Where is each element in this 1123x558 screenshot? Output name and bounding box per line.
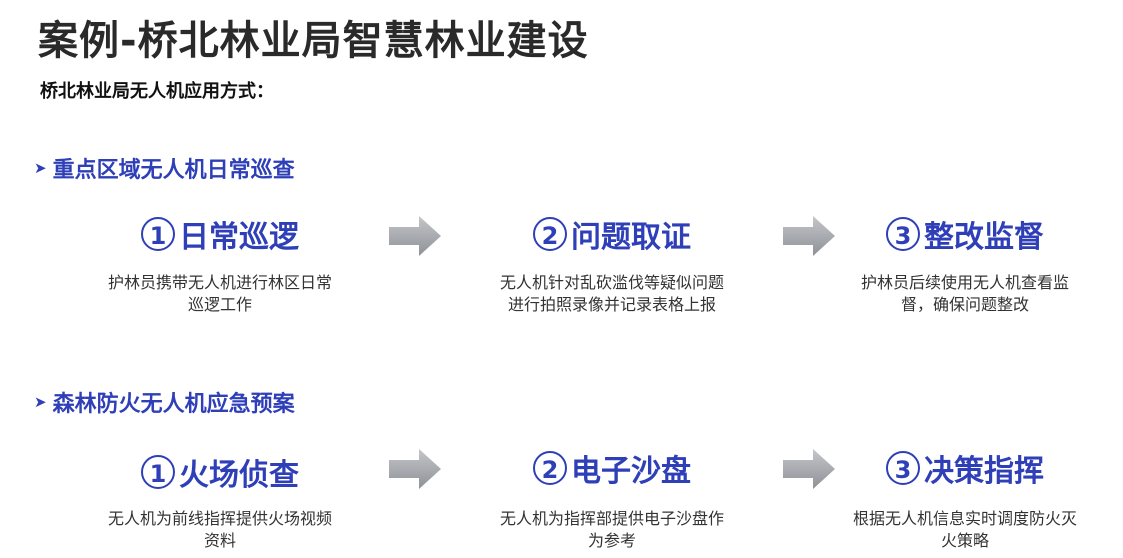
page-subtitle: 桥北林业局无人机应用方式： [40,81,274,102]
step-description: 根据无人机信息实时调度防火灭火策略 [852,509,1077,550]
section-heading-label: 重点区域无人机日常巡查 [52,158,295,183]
step-description: 无人机为指挥部提供电子沙盘作为参考 [499,509,724,550]
step-command-decision: 3 决策指挥 根据无人机信息实时调度防火灭火策略 [835,446,1095,552]
step-title-label: 电子沙盘 [571,454,691,489]
section-heading-daily-patrol: ➤ 重点区域无人机日常巡查 [34,152,295,184]
flow-arrow-icon [783,216,835,256]
step-title: 1 日常巡逻 [90,212,350,256]
step-number-badge: 2 [533,451,567,485]
step-description: 护林员后续使用无人机查看监督，确保问题整改 [860,273,1069,314]
step-fire-recon: 1 火场侦查 无人机为前线指挥提供火场视频资料 [90,450,350,552]
step-number-badge: 1 [141,217,175,251]
flow-arrow-icon [389,449,441,489]
step-title-label: 问题取证 [571,220,691,255]
step-title: 3 整改监督 [835,212,1095,256]
step-number-badge: 3 [886,217,920,251]
step-description: 护林员携带无人机进行林区日常巡逻工作 [107,273,332,314]
page-title: 案例-桥北林业局智慧林业建设 [38,18,589,64]
step-title: 2 电子沙盘 [482,446,742,490]
step-evidence: 2 问题取证 无人机针对乱砍滥伐等疑似问题进行拍照录像并记录表格上报 [482,212,742,316]
step-sand-table: 2 电子沙盘 无人机为指挥部提供电子沙盘作为参考 [482,446,742,552]
bullet-arrow-icon: ➤ [34,159,47,177]
step-daily-patrol: 1 日常巡逻 护林员携带无人机进行林区日常巡逻工作 [90,212,350,316]
step-title-label: 整改监督 [924,220,1044,255]
step-title-label: 日常巡逻 [179,220,299,255]
step-number-badge: 1 [141,455,175,489]
section-heading-label: 森林防火无人机应急预案 [52,392,295,417]
step-description: 无人机针对乱砍滥伐等疑似问题进行拍照录像并记录表格上报 [499,273,724,314]
step-number-badge: 2 [533,217,567,251]
section-heading-fire-emergency: ➤ 森林防火无人机应急预案 [34,386,295,418]
step-title: 3 决策指挥 [835,446,1095,490]
step-title-label: 火场侦查 [179,458,299,493]
bullet-arrow-icon: ➤ [34,393,47,411]
step-rectification: 3 整改监督 护林员后续使用无人机查看监督，确保问题整改 [835,212,1095,316]
flow-arrow-icon [389,216,441,256]
step-description: 无人机为前线指挥提供火场视频资料 [107,509,332,550]
step-number-badge: 3 [886,451,920,485]
step-title-label: 决策指挥 [924,454,1044,489]
step-title: 2 问题取证 [482,212,742,256]
step-title: 1 火场侦查 [90,450,350,494]
flow-arrow-icon [783,449,835,489]
